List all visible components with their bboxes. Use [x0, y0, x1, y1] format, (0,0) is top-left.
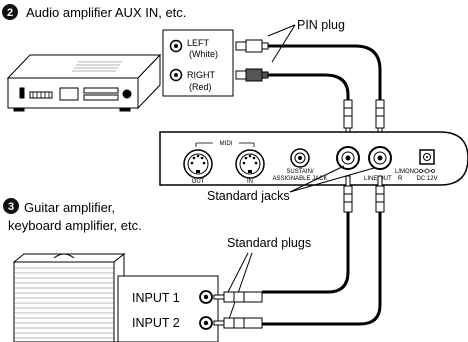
step-3-title-line2: keyboard amplifier, etc. — [8, 218, 142, 233]
pin-plug-cables — [235, 39, 385, 141]
step-3-title-line1: Guitar amplifier, — [24, 200, 115, 215]
pin-plug-label: PIN plug — [297, 18, 345, 32]
amp-input-2-label: INPUT 2 — [132, 316, 180, 330]
plug-input-1 — [213, 291, 263, 303]
audio-amplifier — [6, 53, 162, 112]
line-out-r-label: R — [398, 176, 403, 182]
pin-plug-red — [235, 68, 269, 82]
grille-pattern — [14, 267, 114, 339]
step-2-heading: 2 Audio amplifier AUX IN, etc. — [2, 4, 186, 20]
step-2-title: Audio amplifier AUX IN, etc. — [26, 5, 186, 20]
amp-input-1-label: INPUT 1 — [132, 291, 180, 305]
aux-left-color: (White) — [189, 49, 218, 59]
midi-in-port — [235, 149, 265, 179]
dc-polarity-icon — [419, 168, 435, 174]
midi-out-label: OUT — [192, 179, 205, 185]
midi-out-port — [183, 149, 213, 179]
sustain-label-1: SUSTAIN/ — [286, 169, 314, 175]
aux-left-label: LEFT — [187, 38, 210, 48]
aux-right-color: (Red) — [189, 82, 212, 92]
aux-right-label: RIGHT — [187, 70, 216, 80]
pin-plug-white — [235, 39, 269, 53]
sustain-jack — [290, 148, 310, 168]
step-3-number: 3 — [8, 201, 14, 213]
step-2-number: 2 — [7, 7, 13, 19]
lower-cables — [262, 175, 385, 326]
plug-input-2 — [213, 317, 263, 329]
aux-in-panel: LEFT (White) RIGHT (Red) — [162, 29, 234, 97]
sustain-label-2: ASSIGNABLE JACK — [272, 176, 327, 182]
standard-plugs — [213, 291, 263, 329]
line-out-l-jack — [336, 146, 360, 170]
line-out-lmono-label: L/MONO — [395, 169, 419, 175]
standard-plugs-label: Standard plugs — [227, 236, 311, 250]
amp-input-panel: INPUT 1 INPUT 2 — [117, 275, 219, 342]
guitar-amplifier — [12, 252, 126, 342]
line-out-r-jack — [368, 146, 392, 170]
keyboard-back-panel: MIDI OUT IN SUSTAI — [159, 131, 468, 186]
standard-jacks-label: Standard jacks — [207, 189, 290, 203]
midi-label: MIDI — [220, 141, 233, 147]
standard-jacks-leaders — [289, 165, 375, 193]
dc-in-label: DC 12V — [416, 176, 437, 182]
dc-in-jack — [419, 149, 435, 165]
pin-plug-leaders — [267, 24, 296, 63]
step-3-heading: 3 Guitar amplifier, keyboard amplifier, … — [3, 198, 142, 233]
standard-plugs-leaders — [227, 252, 253, 323]
midi-in-label: IN — [247, 179, 253, 185]
